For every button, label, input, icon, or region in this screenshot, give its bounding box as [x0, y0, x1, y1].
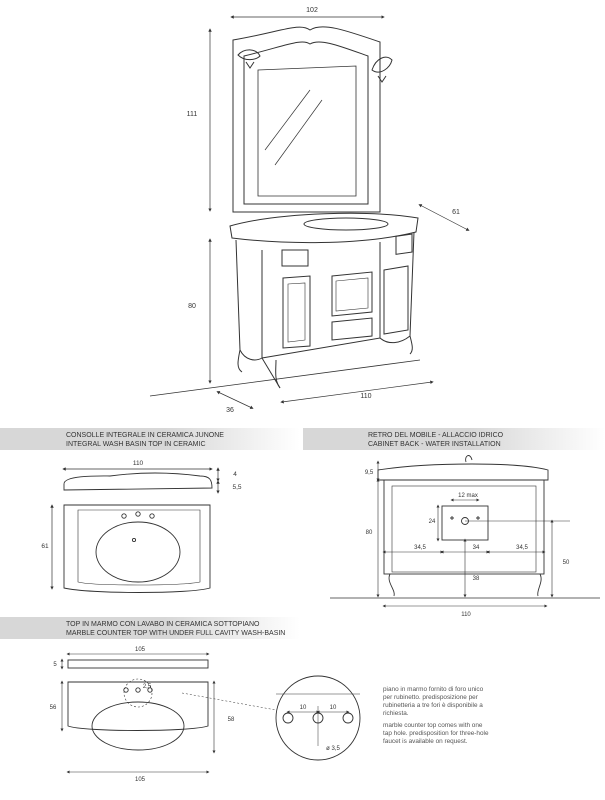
back-dim-top: 9,5 — [365, 470, 374, 476]
dim-depth: 61 — [452, 209, 460, 216]
left-lamp — [237, 49, 261, 61]
consolle-drawing — [63, 472, 213, 593]
detail-dim-diameter: ø 3,5 — [326, 746, 340, 752]
consolle-dim-depth: 61 — [41, 543, 49, 550]
marble-top-drawing — [67, 659, 361, 761]
tap-hole-detail — [275, 675, 361, 761]
marble-dim-width-top: 105 — [135, 647, 146, 653]
consolle-dim-thickness-a: 4 — [233, 471, 237, 478]
consolle-dimension-labels: 110 4 5,5 61 — [41, 460, 242, 550]
back-dim-box-height: 24 — [429, 519, 436, 525]
top-dimensions — [208, 15, 470, 409]
furniture-perspective — [149, 26, 421, 397]
under-basin — [91, 701, 185, 751]
consolle-side-profile — [63, 472, 213, 491]
back-dim-width: 110 — [461, 612, 471, 618]
basin-top — [229, 212, 419, 244]
retro-title-en: CABINET BACK - WATER INSTALLATION — [368, 441, 501, 448]
mirror-frame — [232, 26, 381, 213]
mirror-glass — [257, 65, 357, 197]
back-dim-right: 34,5 — [516, 545, 528, 551]
top-dimension-labels: 102 111 61 80 36 110 — [187, 7, 460, 414]
cabinet-back-dimension-labels: 9,5 12 max 24 80 34,5 34 34,5 38 50 110 — [365, 470, 570, 618]
marble-top-plan — [67, 681, 209, 731]
consolle-plan — [63, 504, 211, 593]
back-dim-floor: 38 — [473, 576, 480, 582]
back-dim-height: 80 — [366, 530, 373, 536]
right-door — [383, 265, 409, 335]
consolle-basin — [95, 521, 181, 583]
marble-note-en: marble counter top comes with one tap ho… — [383, 722, 489, 745]
consolle-dim-width: 110 — [133, 460, 144, 467]
water-box — [441, 505, 489, 541]
back-dim-left: 34,5 — [414, 545, 426, 551]
back-dim-drain: 50 — [563, 560, 570, 566]
marble-dim-depth: 56 — [50, 705, 57, 711]
consolle-title-en: INTEGRAL WASH BASIN TOP IN CERAMIC — [66, 441, 206, 448]
back-dim-box-width: 12 max — [458, 493, 478, 499]
marble-note-it: piano in marmo fornito di foro unico per… — [383, 686, 484, 717]
consolle-banner — [0, 428, 300, 450]
marble-dim-hole-spacing: 2,5 — [143, 684, 152, 690]
dim-width: 102 — [306, 7, 318, 14]
marble-dim-width-bottom: 105 — [135, 777, 146, 783]
dim-base-width: 110 — [360, 393, 371, 400]
bottom-drawer — [331, 317, 373, 341]
marble-dim-thickness: 5 — [53, 662, 57, 668]
consolle-dim-thickness-b: 5,5 — [232, 484, 241, 491]
marble-dimensions — [60, 652, 350, 774]
detail-dim-hole-a: 10 — [300, 705, 307, 711]
back-dim-center: 34 — [473, 545, 480, 551]
marble-slab-profile — [67, 659, 209, 669]
right-lamp — [371, 56, 393, 73]
left-door — [282, 275, 311, 349]
back-right-leg — [537, 573, 542, 597]
cabinet-back-dimensions — [376, 460, 570, 608]
marble-dim-basin-depth: 58 — [228, 717, 235, 723]
marmo-banner — [0, 617, 300, 639]
retro-title-it: RETRO DEL MOBILE - ALLACCIO IDRICO — [368, 432, 504, 439]
retro-banner — [303, 428, 605, 450]
dim-mirror-height: 111 — [187, 111, 198, 118]
center-door — [331, 271, 373, 317]
dim-cabinet-height: 80 — [188, 303, 196, 310]
detail-dim-hole-b: 10 — [330, 705, 337, 711]
consolle-dimensions — [50, 467, 220, 590]
dim-side-depth: 36 — [226, 407, 234, 414]
marble-dimension-labels: 105 5 56 2,5 58 105 10 10 ø 3,5 — [50, 647, 341, 783]
marmo-title-en: MARBLE COUNTER TOP WITH UNDER FULL CAVIT… — [66, 630, 286, 637]
back-top — [377, 463, 549, 481]
back-left-leg — [388, 573, 395, 597]
consolle-title-it: CONSOLLE INTEGRALE IN CERAMICA JUNONE — [66, 432, 224, 439]
marmo-title-it: TOP IN MARMO CON LAVABO IN CERAMICA SOTT… — [66, 621, 260, 628]
